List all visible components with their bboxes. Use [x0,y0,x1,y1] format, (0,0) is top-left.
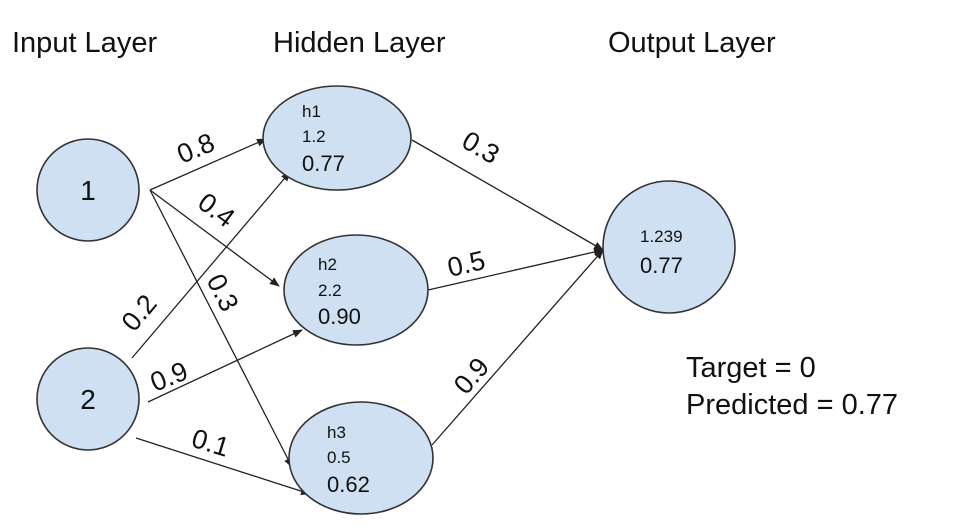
hidden-node-h2-sum: 2.2 [318,281,342,300]
edge-i1-h3 [149,189,293,468]
edge-i2-h3 [135,437,311,496]
hidden-node-h3-activation: 0.62 [327,472,370,497]
input-node-2: 2 [36,347,140,451]
edge-i2-h2 [147,329,303,403]
hidden-node-h3-name: h3 [327,423,346,442]
edge-h3-o [431,249,604,446]
input-layer-title: Input Layer [12,27,157,59]
hidden-node-h1-activation: 0.77 [302,151,345,176]
output-node: 1.239 0.77 [602,180,736,314]
hidden-node-h1-sum: 1.2 [302,127,326,146]
edge-h2-o [427,248,604,291]
hidden-node-h2-name: h2 [318,255,337,274]
hidden-node-h1-name: h1 [302,102,321,121]
predicted-text: Predicted = 0.77 [686,389,899,421]
hidden-layer-title: Hidden Layer [273,27,446,59]
input-node-1-label: 1 [80,175,96,206]
edge-i1-h1 [149,138,267,191]
input-node-2-label: 2 [80,384,96,415]
output-layer-title: Output Layer [608,27,776,59]
target-text: Target = 0 [686,352,816,384]
edge-h1-o [411,139,604,251]
weight-label-h3-o: 0.9 [448,352,495,400]
output-node-sum: 1.239 [640,227,683,246]
input-node-1: 1 [36,138,140,242]
hidden-node-h3-sum: 0.5 [327,448,351,467]
edge-i2-h1 [131,171,291,359]
weight-label-h1-o: 0.3 [457,125,505,170]
hidden-node-h1: h1 1.2 0.77 [262,85,412,191]
output-node-activation: 0.77 [640,253,683,278]
hidden-node-h2-activation: 0.90 [318,304,361,329]
weight-label-i1-h3: 0.3 [201,269,245,316]
hidden-node-h3: h3 0.5 0.62 [288,401,434,515]
weight-label-i2-h2: 0.9 [146,356,192,398]
result-summary: Target = 0 Predicted = 0.77 [686,350,898,424]
hidden-node-h2: h2 2.2 0.90 [283,234,429,346]
edge-i1-h2 [149,189,280,287]
